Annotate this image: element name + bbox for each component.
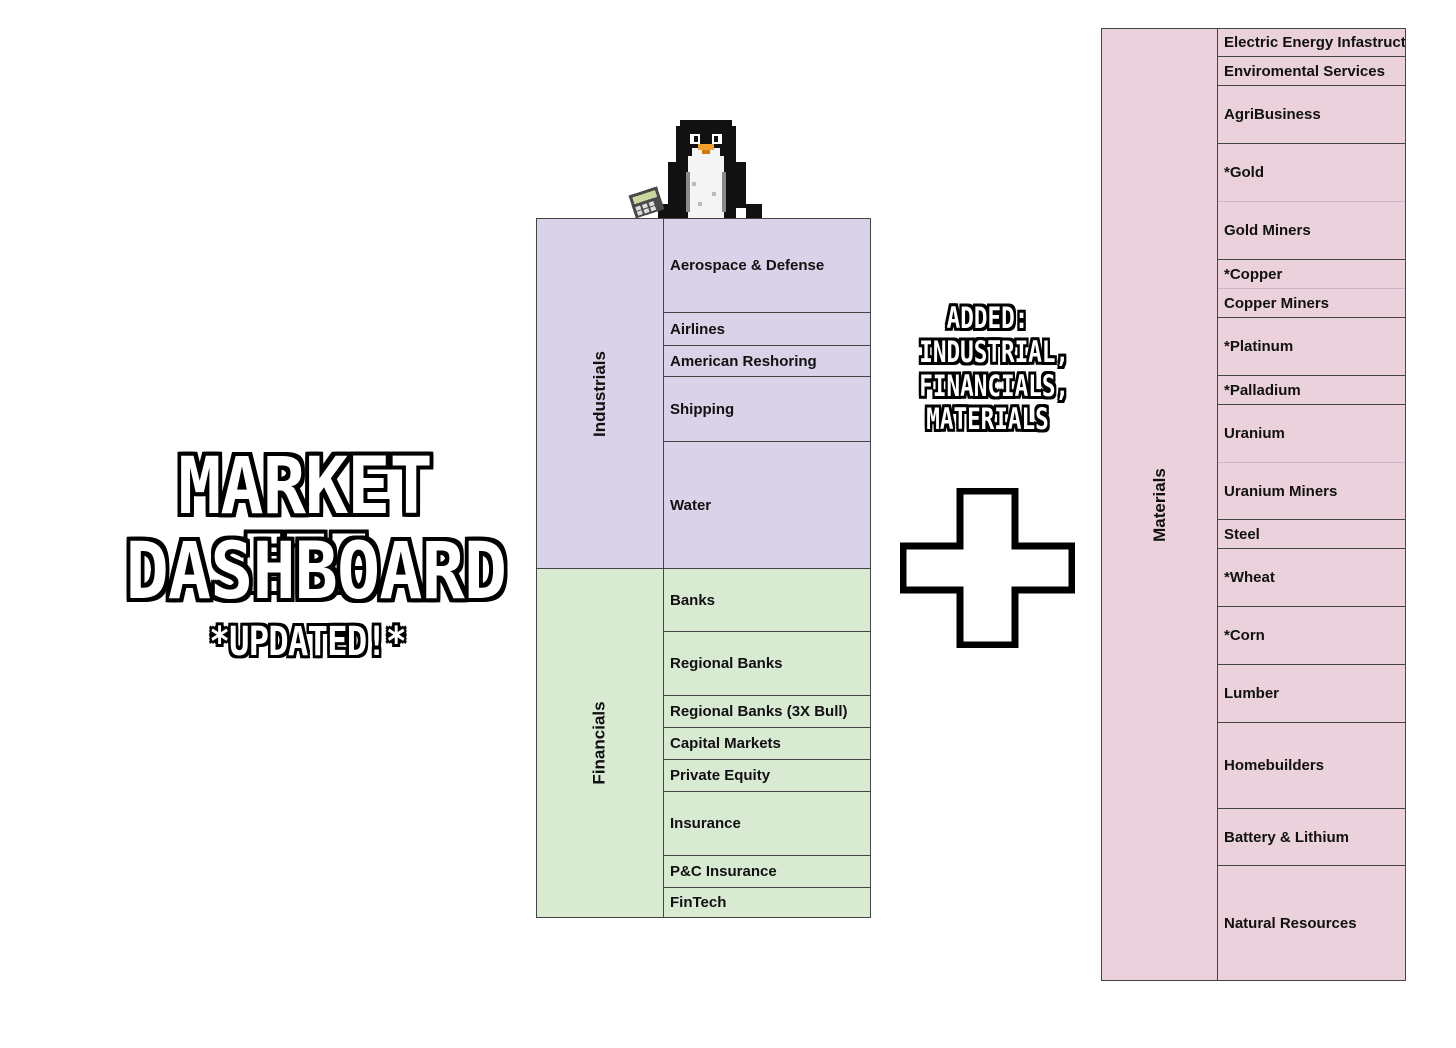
added-note-line: MATERIALS [926, 402, 1049, 436]
industry-row[interactable]: FinTech [670, 894, 727, 911]
industry-row[interactable]: Steel [1218, 520, 1405, 549]
industry-row[interactable]: *Palladium [1218, 376, 1405, 405]
industry-row[interactable]: American Reshoring [664, 346, 870, 377]
industry-row[interactable]: Battery & Lithium [1218, 809, 1405, 866]
industry-row[interactable]: Aerospace & Defense [664, 219, 870, 313]
industry-row[interactable]: *Copper [1218, 260, 1405, 289]
sector-label-materials: Materials [1102, 29, 1218, 980]
added-note-line: FINANCIALS, [919, 369, 1070, 403]
added-note-line: INDUSTRIAL, [919, 335, 1070, 369]
sector-label-financials: Financials [537, 569, 664, 917]
industry-row[interactable]: Homebuilders [1218, 723, 1405, 809]
industrials-table: Industrials Aerospace & Defense Airlines… [536, 218, 871, 569]
industry-row[interactable]: Insurance [664, 792, 870, 856]
industry-row[interactable]: Lumber [1218, 665, 1405, 723]
page-title: MARKET ETF [178, 442, 433, 610]
penguin-icon [628, 120, 762, 220]
calculator-icon [628, 186, 665, 219]
industry-row[interactable]: Regional Banks (3X Bull) [664, 696, 870, 728]
updated-badge: *UPDATED!* [209, 619, 406, 665]
industry-row[interactable]: Shipping [664, 377, 870, 442]
industry-row[interactable]: Private Equity [664, 760, 870, 792]
industry-row[interactable]: *Gold [1218, 144, 1405, 202]
sector-label-industrials: Industrials [537, 219, 664, 568]
industry-row[interactable]: *Wheat [1218, 549, 1405, 607]
industry-row[interactable]: *Platinum [1218, 318, 1405, 376]
industry-row[interactable]: Banks [664, 569, 870, 632]
industry-row[interactable]: Natural Resources [1224, 914, 1357, 932]
materials-table: Materials Electric Energy Infastructure … [1101, 28, 1406, 981]
industry-row[interactable]: Regional Banks [664, 632, 870, 696]
industry-row[interactable]: AgriBusiness [1218, 86, 1405, 144]
industry-row[interactable]: Gold Miners [1218, 202, 1405, 260]
industry-row[interactable]: Electric Energy Infastructure [1218, 29, 1405, 57]
industry-row[interactable]: Capital Markets [664, 728, 870, 760]
industry-row[interactable]: Water [670, 496, 712, 514]
page-title-line2: DASHBOARD [125, 527, 507, 617]
plus-icon [900, 488, 1075, 648]
industry-row[interactable]: Copper Miners [1218, 289, 1405, 318]
industry-row[interactable]: Uranium Miners [1218, 463, 1405, 520]
industry-row[interactable]: Uranium [1218, 405, 1405, 463]
financials-table: Financials Banks Regional Banks Regional… [536, 568, 871, 918]
industry-row[interactable]: Enviromental Services [1218, 57, 1405, 86]
added-note-heading: ADDED: [946, 301, 1029, 335]
industry-row[interactable]: Airlines [664, 313, 870, 346]
industry-row[interactable]: *Corn [1218, 607, 1405, 665]
industry-row[interactable]: P&C Insurance [664, 856, 870, 888]
